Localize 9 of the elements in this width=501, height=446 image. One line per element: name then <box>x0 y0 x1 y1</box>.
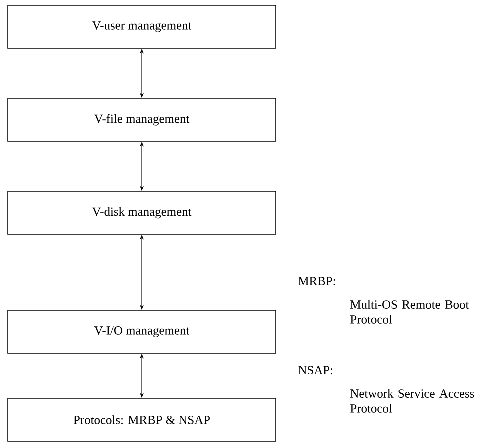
process-box: V-I/O management <box>8 310 276 354</box>
process-box: V-file management <box>8 98 276 142</box>
label-text: MRBP: <box>298 277 336 286</box>
process-box: V-disk management <box>8 191 276 235</box>
label-text: Multi-OS Remote Boot Protocol <box>350 300 470 324</box>
label-text: NSAP: <box>298 366 332 375</box>
process-box: Protocols: MRBP & NSAP <box>8 398 276 442</box>
label-text: Network Service Access Protocol <box>350 389 474 413</box>
process-box: V-user management <box>8 5 276 49</box>
